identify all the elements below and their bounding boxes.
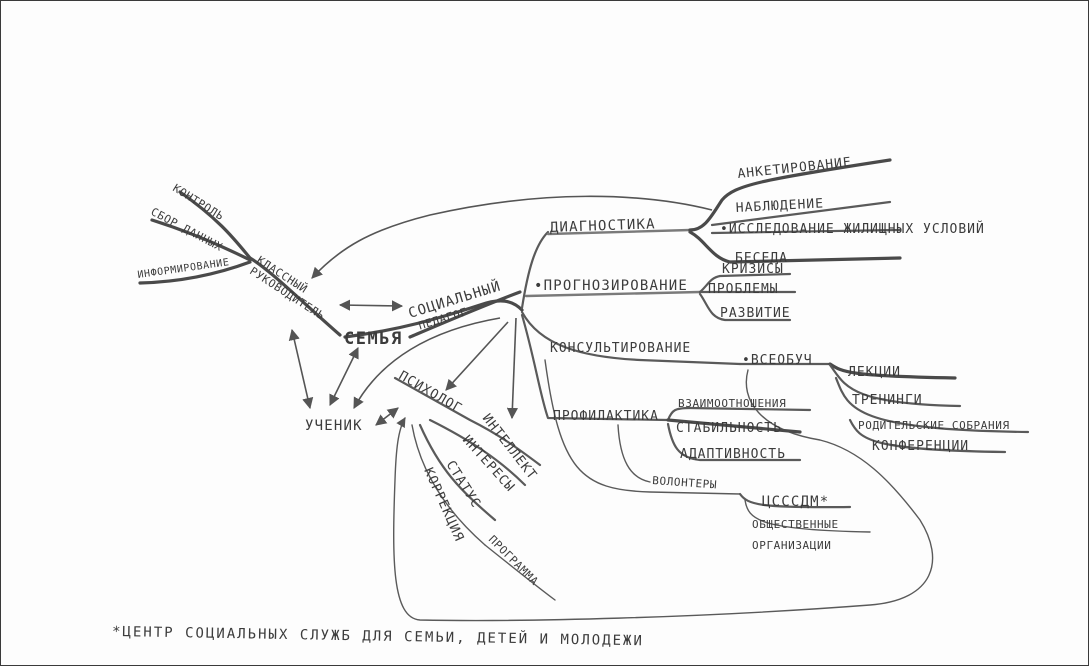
informing-label: ИНФОРМИРОВАНИЕ xyxy=(137,257,230,281)
stability-label: СТАБИЛЬНОСТЬ xyxy=(676,421,782,436)
vseobuch-label: •ВСЕОБУЧ xyxy=(742,353,813,368)
public-orgs-label-2: ОРГАНИЗАЦИИ xyxy=(752,539,831,552)
family-label: СЕМЬЯ xyxy=(344,329,403,349)
relationships-label: ВЗАИМООТНОШЕНИЯ xyxy=(678,397,786,410)
volunteers-fan xyxy=(738,492,871,533)
conferences-label: КОНФЕРЕНЦИИ xyxy=(872,439,969,454)
lectures-label: ЛЕКЦИИ xyxy=(848,365,901,380)
center-label: ЦСССДМ* xyxy=(762,494,829,510)
student-label: УЧЕНИК xyxy=(305,418,363,434)
diagnostics-fan xyxy=(311,158,902,279)
forecasting-label: •ПРОГНОЗИРОВАНИЕ xyxy=(534,278,688,294)
consulting-label: КОНСУЛЬТИРОВАНИЕ xyxy=(550,341,691,356)
diagnostics-label: ДИАГНОСТИКА xyxy=(550,216,656,236)
forecasting-fan xyxy=(698,272,797,322)
questionnaire-label: АНКЕТИРОВАНИЕ xyxy=(737,155,853,182)
problems-label: ПРОБЛЕМЫ xyxy=(708,282,779,297)
housing-research-label: •ИССЛЕДОВАНИЕ ЖИЛИЩНЫХ УСЛОВИЙ xyxy=(720,221,985,237)
main-trunk xyxy=(343,290,524,339)
parent-meetings-label: РОДИТЕЛЬСКИЕ СОБРАНИЯ xyxy=(858,419,1010,432)
volunteers-label: ВОЛОНТЕРЫ xyxy=(652,474,718,492)
public-orgs-label-1: ОБЩЕСТВЕННЫЕ xyxy=(752,518,839,531)
crises-label: КРИЗИСЫ xyxy=(722,262,784,277)
consulting-fan xyxy=(393,362,1030,622)
observation-label: НАБЛЮДЕНИЕ xyxy=(735,196,824,216)
psychologist-fan xyxy=(393,376,556,601)
prevention-fan xyxy=(617,406,812,483)
program-label: ПРОГРАММА xyxy=(486,533,541,588)
relation-arrows xyxy=(288,299,404,426)
psychologist-label: ПСИХОЛОГ xyxy=(396,368,465,416)
trainings-label: ТРЕНИНГИ xyxy=(852,393,923,408)
hub-branches xyxy=(353,228,742,495)
development-label: РАЗВИТИЕ xyxy=(720,306,791,321)
conversation-label: БЕСЕДА xyxy=(735,251,788,266)
adaptivity-label: АДАПТИВНОСТЬ xyxy=(680,447,786,462)
footnote: *ЦЕНТР СОЦИАЛЬНЫХ СЛУЖБ ДЛЯ СЕМЬИ, ДЕТЕЙ… xyxy=(112,622,644,649)
class-teacher-fan xyxy=(138,190,342,337)
prevention-label: ПРОФИЛАКТИКА xyxy=(553,409,659,424)
